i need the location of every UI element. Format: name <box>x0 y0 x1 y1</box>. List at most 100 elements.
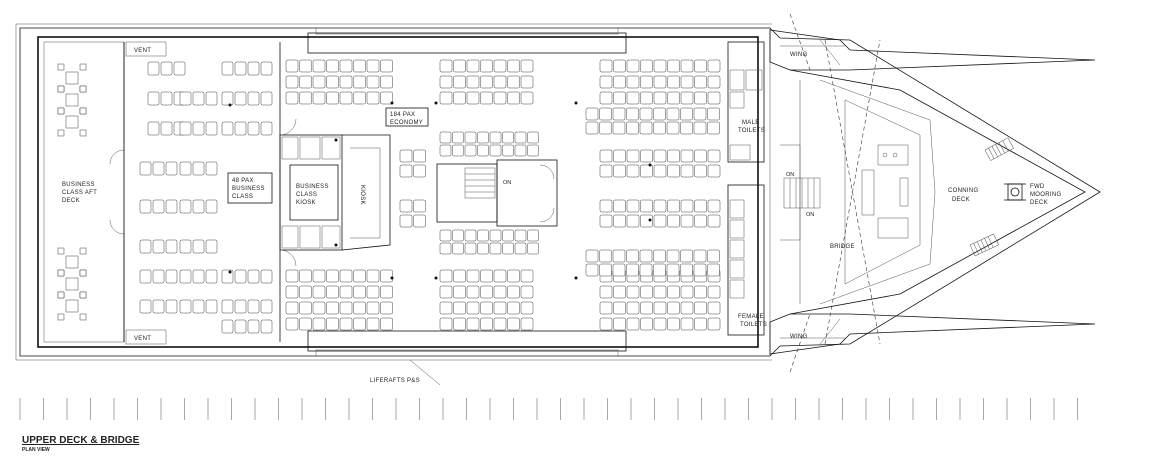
seat <box>466 269 480 283</box>
liferafts-top <box>307 27 627 54</box>
seat <box>667 199 680 213</box>
seat <box>179 269 192 284</box>
seat <box>179 121 192 136</box>
seat <box>399 149 413 163</box>
chair <box>79 129 87 137</box>
pillar <box>434 276 438 280</box>
seat <box>653 214 667 228</box>
seat <box>693 263 707 277</box>
seat <box>707 164 721 178</box>
chair <box>57 269 65 277</box>
chair <box>57 63 65 71</box>
seat <box>160 91 173 106</box>
chair <box>79 85 87 93</box>
seat <box>599 249 612 263</box>
seat <box>260 121 273 136</box>
seat <box>453 285 466 299</box>
wing-bottom: WING <box>769 313 1096 355</box>
seat <box>694 164 707 178</box>
seat <box>179 199 192 214</box>
seat <box>260 299 273 314</box>
seat <box>480 59 493 73</box>
seat <box>299 285 312 299</box>
bridge-on-bottom-label: ON <box>806 212 814 218</box>
seat <box>527 242 539 255</box>
seat <box>520 91 534 105</box>
table <box>65 277 79 291</box>
seat <box>380 269 393 283</box>
seat <box>653 301 667 315</box>
seat <box>599 149 613 163</box>
seat <box>466 285 480 299</box>
liferafts-label: LIFERAFTS P&S <box>370 378 420 384</box>
seat <box>439 144 452 157</box>
seat <box>599 121 612 135</box>
seat <box>613 317 626 331</box>
seat <box>694 91 707 105</box>
economy-label-1: 184 PAX <box>390 112 415 118</box>
seat <box>640 59 653 73</box>
pillar <box>228 270 232 274</box>
seat <box>653 149 667 163</box>
seat <box>680 107 693 121</box>
seat <box>299 317 312 331</box>
pillar <box>574 101 578 105</box>
seat <box>260 269 273 284</box>
seat <box>680 317 694 331</box>
kiosk-label: KIOSK <box>359 185 365 205</box>
seat <box>680 285 694 299</box>
seat <box>707 107 720 121</box>
seat <box>694 317 707 331</box>
pillar <box>648 163 652 167</box>
liferafts-bottom <box>307 330 627 386</box>
seat <box>707 301 721 315</box>
seat <box>466 75 480 89</box>
seat <box>626 107 639 121</box>
seat <box>639 249 653 263</box>
seat <box>707 214 721 228</box>
chair <box>79 269 87 277</box>
seat <box>439 91 453 105</box>
seat <box>599 285 613 299</box>
seat <box>380 301 393 315</box>
seat <box>221 299 234 314</box>
seat <box>477 144 489 157</box>
seat <box>493 317 507 331</box>
seat <box>399 164 413 178</box>
seat <box>694 214 707 228</box>
seat <box>680 214 694 228</box>
seat <box>667 149 680 163</box>
seat <box>667 285 680 299</box>
seat <box>234 299 247 314</box>
table <box>65 299 79 313</box>
seat <box>667 301 680 315</box>
seat <box>599 107 612 121</box>
seat <box>493 269 507 283</box>
wing-bottom-label: WING <box>790 334 808 340</box>
seat <box>339 285 353 299</box>
seat <box>585 249 599 263</box>
seat <box>613 285 626 299</box>
seat <box>480 91 493 105</box>
seat <box>312 75 326 89</box>
seat <box>464 229 477 242</box>
seat <box>585 263 599 277</box>
seat <box>453 301 466 315</box>
conning-deck-label-1: CONNING <box>948 188 978 194</box>
seat <box>680 149 694 163</box>
seat <box>502 144 514 157</box>
seat <box>139 199 152 214</box>
seat <box>612 249 626 263</box>
seat <box>173 61 186 76</box>
seat <box>452 131 464 144</box>
business-class-label-1: 48 PAX <box>232 178 254 184</box>
seat <box>299 59 312 73</box>
female-toilets: FEMALE TOILETS <box>727 184 767 336</box>
seat <box>260 91 273 106</box>
seat <box>326 75 339 89</box>
pillar <box>434 101 438 105</box>
seat <box>453 269 466 283</box>
seat <box>326 301 339 315</box>
economy-seats <box>285 59 721 331</box>
seat <box>599 199 613 213</box>
